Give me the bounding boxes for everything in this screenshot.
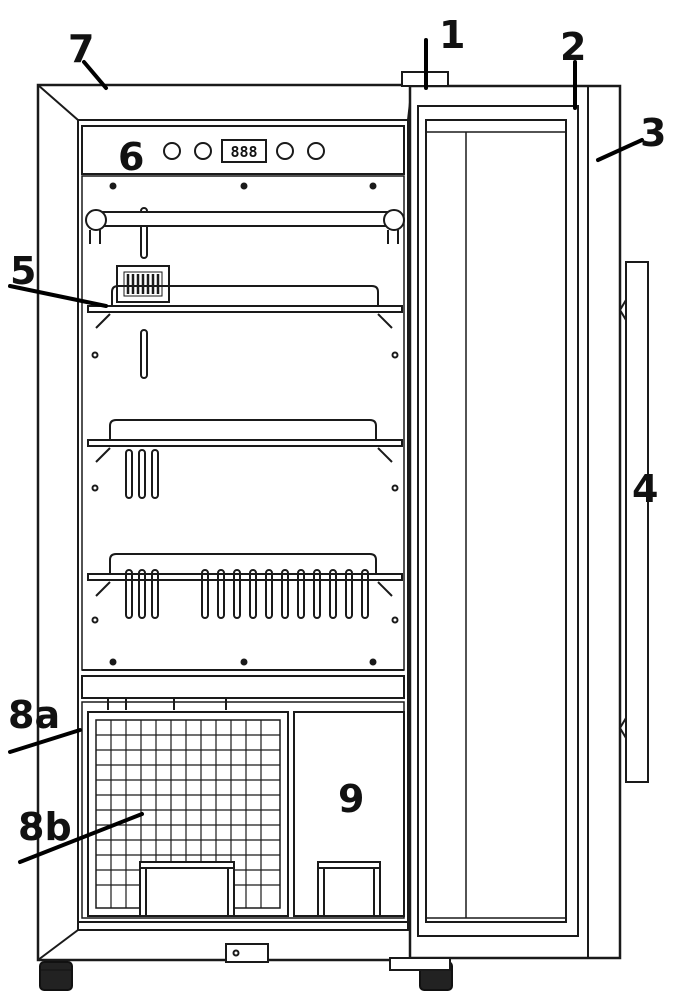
leader-8b (18, 812, 144, 864)
callout-1: 1 (439, 13, 466, 57)
callout-8b: 8b (18, 805, 72, 849)
drawer-handle (317, 861, 381, 917)
door (389, 71, 622, 971)
callout-8a: 8a (8, 693, 61, 737)
control-knob (276, 142, 294, 160)
interior-wall (81, 175, 405, 699)
control-knob (307, 142, 325, 160)
callout-3: 3 (640, 111, 667, 155)
control-knob (194, 142, 212, 160)
callout-6: 6 (118, 135, 145, 179)
drawer (293, 711, 405, 917)
shelf-1 (87, 285, 403, 329)
shelf-2 (87, 419, 403, 499)
bottom-hinge (389, 957, 451, 971)
control-knob (163, 142, 181, 160)
door-handle (618, 261, 649, 783)
top-rail (85, 209, 405, 244)
wire-basket (87, 711, 289, 917)
leader-5 (8, 284, 108, 308)
digital-display (221, 139, 267, 163)
divider-bar (81, 675, 405, 699)
door-glass-pane (425, 119, 567, 923)
callout-9: 9 (338, 777, 365, 821)
leader-lines (8, 38, 644, 864)
callout-5: 5 (10, 249, 37, 293)
callout-4: 4 (632, 467, 659, 511)
leader-8a (8, 728, 82, 754)
leader-7 (82, 60, 108, 90)
base-plinth (78, 921, 408, 963)
callout-7: 7 (68, 27, 95, 71)
basket-handle (139, 861, 235, 917)
leader-3 (596, 138, 644, 162)
fan-unit (116, 265, 170, 303)
control-panel (81, 125, 405, 175)
shelf-3 (87, 553, 403, 619)
callout-2: 2 (560, 25, 587, 69)
display-readout: 888 (230, 143, 257, 161)
